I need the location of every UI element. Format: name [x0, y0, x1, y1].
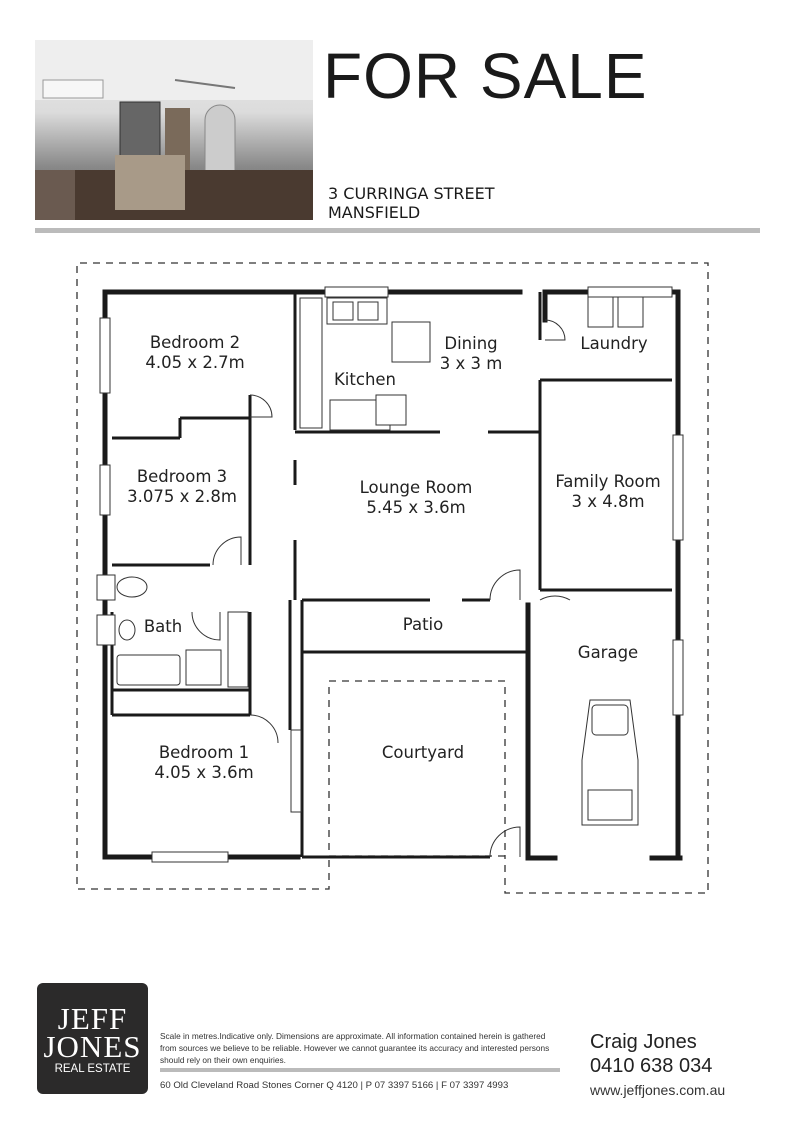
footer-divider [160, 1068, 560, 1072]
room-garage: Garage [578, 643, 638, 663]
doors [191, 319, 571, 858]
room-name: Lounge Room [359, 478, 473, 497]
room-name: Kitchen [333, 370, 397, 389]
room-size: 3 x 4.8m [571, 492, 645, 511]
room-size: 3.075 x 2.8m [127, 487, 237, 506]
logo-line2: JONES [43, 1029, 142, 1064]
address-suburb: MANSFIELD [328, 203, 421, 222]
room-courtyard: Courtyard [382, 743, 464, 763]
agent-name: Craig Jones [590, 1031, 697, 1053]
room-name: Garage [577, 643, 639, 662]
agency-logo: JEFF JONES REAL ESTATE [37, 983, 148, 1094]
logo-line3: REAL ESTATE [54, 1063, 131, 1075]
room-size: 4.05 x 3.6m [154, 763, 254, 782]
room-size: 4.05 x 2.7m [145, 353, 245, 372]
courtyard-boundary [328, 680, 506, 857]
property-photo [35, 40, 313, 220]
agent-phone: 0410 638 034 [590, 1055, 713, 1077]
property-address: 3 CURRINGA STREET MANSFIELD [328, 184, 495, 222]
room-name: Bath [143, 617, 183, 636]
website-link[interactable]: www.jeffjones.com.au [590, 1082, 726, 1098]
room-name: Bedroom 2 [149, 333, 241, 352]
page-title: FOR SALE [323, 40, 648, 112]
room-name: Courtyard [381, 743, 465, 762]
internal-walls [110, 292, 672, 859]
room-name: Family Room [555, 472, 661, 491]
address-street: 3 CURRINGA STREET [328, 184, 495, 203]
room-laundry: Laundry [580, 334, 647, 354]
windows [99, 286, 684, 863]
disclaimer: Scale in metres.Indicative only. Dimensi… [160, 1031, 550, 1065]
room-bath: Bath [144, 617, 182, 637]
room-patio: Patio [403, 615, 443, 635]
header-divider [35, 228, 760, 233]
room-size: 3 x 3 m [439, 354, 503, 373]
room-name: Dining [444, 334, 498, 353]
office-details: 60 Old Cleveland Road Stones Corner Q 41… [160, 1080, 509, 1091]
floor-plan [76, 262, 709, 894]
walls [102, 289, 683, 861]
room-kitchen: Kitchen [334, 370, 396, 390]
logo-line1: JEFF [57, 1001, 128, 1036]
room-name: Bedroom 3 [136, 467, 228, 486]
fixtures [96, 296, 644, 826]
property-boundary [76, 262, 709, 894]
room-size: 5.45 x 3.6m [366, 498, 466, 517]
room-name: Bedroom 1 [158, 743, 250, 762]
room-name: Laundry [580, 334, 648, 353]
room-name: Patio [402, 615, 444, 634]
